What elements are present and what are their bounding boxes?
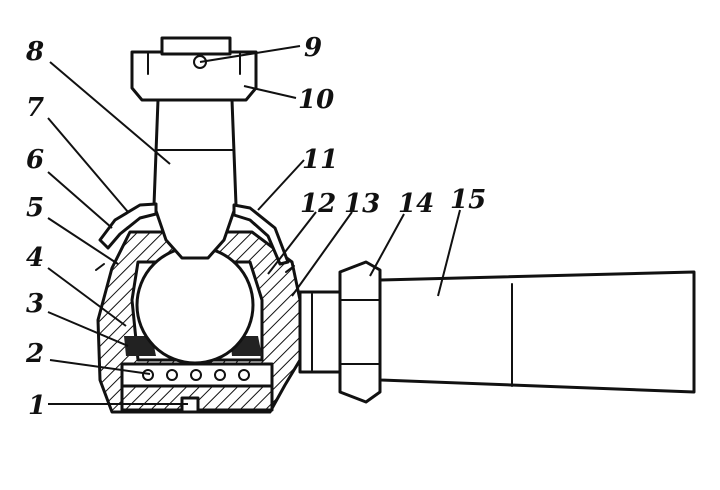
- callout-13: 13: [344, 189, 380, 219]
- callout-10: 10: [298, 85, 334, 115]
- callout-2: 2: [25, 339, 44, 369]
- callout-7: 7: [26, 93, 44, 123]
- castle-nut: [130, 36, 258, 102]
- callout-11: 11: [302, 145, 338, 175]
- callout-5: 5: [26, 193, 44, 223]
- callout-6: 6: [26, 145, 44, 175]
- bottom-plug: [120, 362, 274, 414]
- callout-15: 15: [450, 185, 486, 215]
- callout-3: 3: [26, 289, 44, 319]
- tie-rod: [298, 260, 696, 404]
- callout-4: 4: [26, 243, 44, 273]
- callout-12: 12: [300, 189, 336, 219]
- callout-14: 14: [398, 189, 434, 219]
- callout-8: 8: [25, 37, 44, 67]
- callout-9: 9: [304, 33, 322, 63]
- ball-pin: [152, 98, 238, 260]
- ball: [135, 245, 255, 365]
- leader-lines: [47, 45, 461, 405]
- dust-cover: [95, 202, 295, 273]
- callout-labels: 1 2 3 4 5 6 7 8 9 10 11 12 13 14 15: [25, 33, 486, 421]
- callout-1: 1: [28, 391, 46, 421]
